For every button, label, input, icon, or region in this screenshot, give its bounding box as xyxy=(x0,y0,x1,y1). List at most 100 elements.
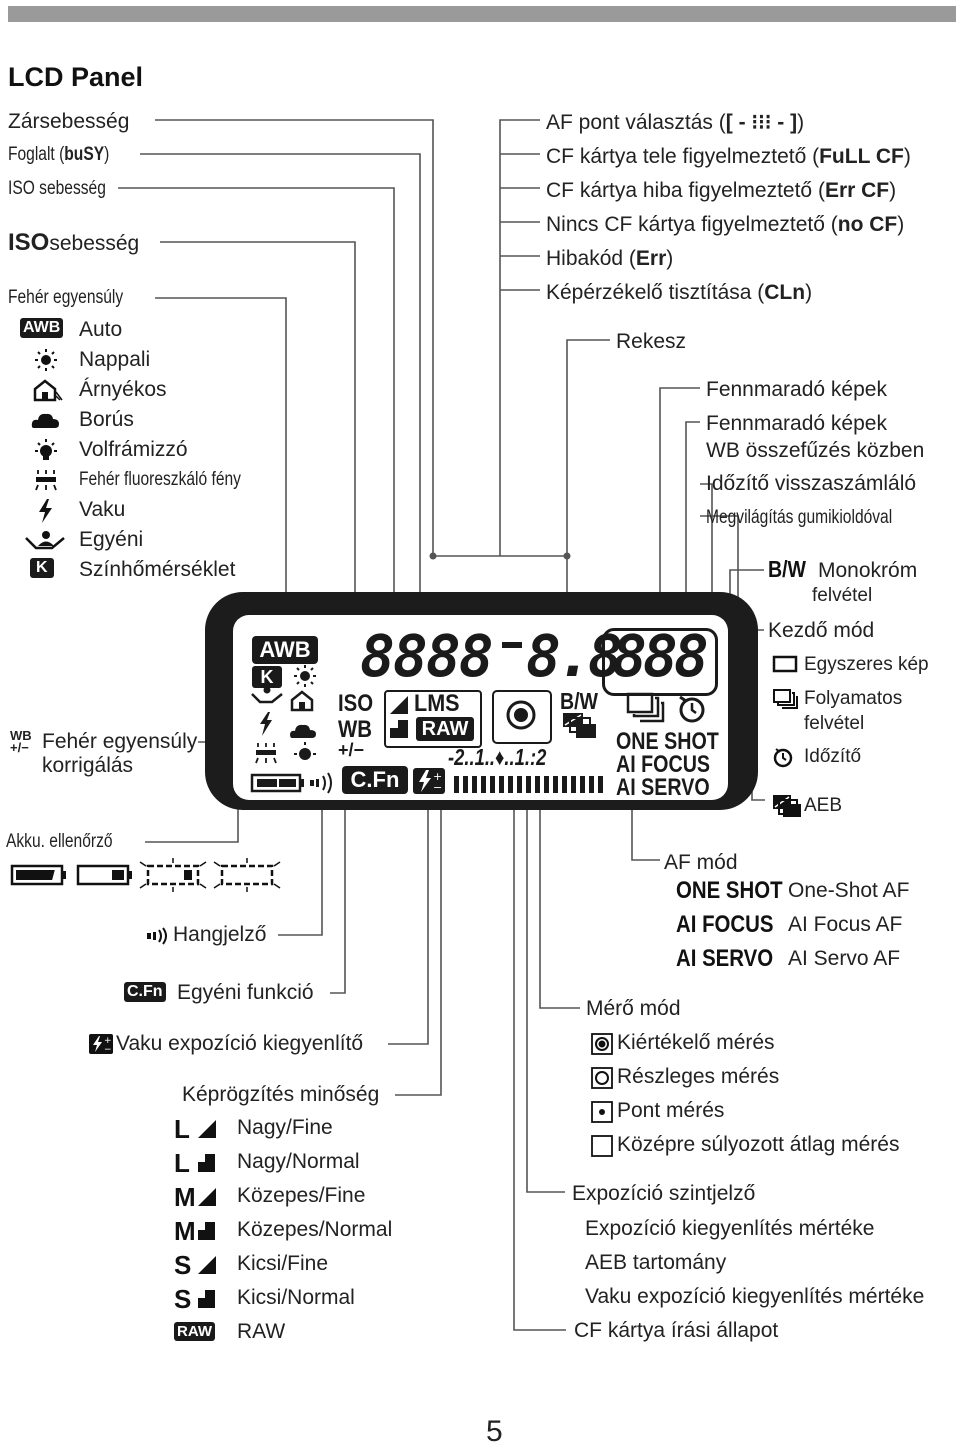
metering-item-label: Kiértékelő mérés xyxy=(617,1031,775,1054)
lcd-shots-digits: 888 xyxy=(612,622,709,690)
image-quality-label: Képrögzítés minőség xyxy=(182,1083,380,1106)
shots-remaining-wb-label-1: Fennmaradó képek xyxy=(706,412,887,435)
lcd-evaluative-metering-icon xyxy=(506,700,536,730)
lcd-exposure-scale: -2..1..♦..1.:2 xyxy=(448,744,547,770)
wb-label-custom: Egyéni xyxy=(79,528,144,551)
beeper-icon xyxy=(147,927,167,945)
lcd-shade-icon xyxy=(290,690,314,712)
beeper-label: Hangjelző xyxy=(173,923,267,946)
lcd-bw: B/W xyxy=(560,688,599,714)
fine-quality-icon xyxy=(198,1120,216,1138)
aeb-icon xyxy=(773,795,801,817)
wb-label-cloudy: Borús xyxy=(79,408,134,431)
svg-text:+: + xyxy=(104,1036,112,1046)
wb-item-auto: AWB xyxy=(20,318,64,338)
top-bar xyxy=(8,6,956,22)
lcd-flash-comp-icon: + − xyxy=(413,768,445,794)
single-shot-label: Egyszeres kép xyxy=(804,654,929,675)
lcd-self-timer-icon xyxy=(679,695,705,723)
size-letter: L xyxy=(174,1114,190,1144)
wb-label-kelvin: Színhőmérséklet xyxy=(79,558,236,581)
normal-quality-icon xyxy=(198,1290,215,1308)
iso-icon: ISO xyxy=(8,229,50,256)
metering-item-label: Középre súlyozott átlag mérés xyxy=(617,1133,900,1156)
cf-write-label: CF kártya írási állapot xyxy=(574,1319,779,1342)
quality-label: Közepes/Normal xyxy=(237,1218,393,1241)
flash-exp-comp-icon: + − xyxy=(89,1034,113,1055)
battery-low-icon xyxy=(139,858,207,892)
wb-label-fluorescent: Fehér fluoreszkáló fény xyxy=(79,469,241,490)
lcd-lms: LMS xyxy=(414,690,460,717)
af-mode-item-label: One-Shot AF xyxy=(788,879,910,902)
wb-item-kelvin: K xyxy=(30,558,54,578)
lcd-k-badge: K xyxy=(252,666,282,688)
raw-badge: RAW xyxy=(174,1322,215,1341)
drive-mode-label: Kezdő mód xyxy=(768,619,875,642)
af-mode-code: AI SERVO xyxy=(676,945,774,972)
page-number: 5 xyxy=(486,1415,503,1448)
exposure-item-1: AEB tartomány xyxy=(585,1251,727,1274)
lcd-ai-servo: AI SERVO xyxy=(616,774,710,801)
lcd-wb-icons xyxy=(251,665,316,764)
fine-quality-icon xyxy=(198,1256,216,1274)
fluorescent-icon xyxy=(35,470,57,491)
right-top-label: Képérzékelő tisztítása (CLn) xyxy=(546,281,813,304)
awb-badge: AWB xyxy=(20,318,64,338)
right-top-label: CF kártya tele figyelmeztető (FuLL CF) xyxy=(546,145,911,168)
battery-full-icon xyxy=(10,864,66,886)
single-shot-icon xyxy=(772,655,798,673)
lcd-tungsten-icon xyxy=(294,742,316,760)
fine-quality-icon xyxy=(198,1188,216,1206)
battery-check-label: Akku. ellenőrző xyxy=(6,831,113,852)
lcd-wb: WB xyxy=(338,716,372,743)
shots-remaining-wb-label-2: WB összefűzés közben xyxy=(706,439,925,462)
flash-bolt-icon xyxy=(39,499,52,523)
wb-label-auto: Auto xyxy=(79,318,123,341)
monochrome-label-2: felvétel xyxy=(812,585,873,606)
lcd-aeb-icon xyxy=(563,713,596,738)
iso-speed-icon-label: ISOsebesség xyxy=(8,229,140,256)
shade-house-icon xyxy=(33,379,63,402)
wb-correction-label-1: Fehér egyensúly xyxy=(42,730,198,753)
right-top-label: AF pont választás ([ - ⁝⁝⁝ - ]) xyxy=(546,111,805,134)
size-letter: M xyxy=(174,1216,196,1246)
lcd-fluorescent-icon xyxy=(255,743,277,764)
iso-speed-label: ISO sebesség xyxy=(8,178,106,199)
custom-function-label: Egyéni funkció xyxy=(177,981,314,1004)
metering-item-label: Részleges mérés xyxy=(617,1065,780,1088)
exposure-level-label: Expozíció szintjelző xyxy=(572,1182,756,1205)
busy-label: Foglalt (buSY) xyxy=(8,144,110,165)
svg-text:+: + xyxy=(433,770,442,783)
lcd-shutter-digits: 8888 xyxy=(360,622,494,690)
size-letter: S xyxy=(174,1250,192,1280)
center-weighted-metering-icon xyxy=(591,1135,613,1157)
lcd-metering-frame xyxy=(492,690,552,744)
evaluative-metering-icon xyxy=(591,1033,613,1055)
quality-label: Nagy/Normal xyxy=(237,1150,360,1173)
cfn-icon: C.Fn xyxy=(124,982,166,1002)
white-balance-label: Fehér egyensúly xyxy=(8,287,124,308)
lcd-plusminus: +/− xyxy=(338,740,365,760)
bw-icon: B/W xyxy=(768,556,807,582)
normal-quality-icon xyxy=(198,1222,215,1240)
shots-remaining-label: Fennmaradó képek xyxy=(706,378,887,401)
metering-mode-label: Mérő mód xyxy=(586,997,681,1020)
aperture-label: Rekesz xyxy=(616,330,687,353)
wb-label-flash: Vaku xyxy=(79,498,126,521)
tungsten-bulb-icon xyxy=(35,439,57,460)
svg-text:−: − xyxy=(433,781,442,794)
quality-label: RAW xyxy=(237,1320,286,1343)
quality-label: Kicsi/Normal xyxy=(237,1286,355,1309)
lcd-digit-separator xyxy=(502,642,522,648)
metering-item-label: Pont mérés xyxy=(617,1099,725,1122)
self-timer-countdown-label: Időzítő visszaszámláló xyxy=(706,472,917,495)
self-timer-icon xyxy=(773,748,793,768)
lcd-sun-icon xyxy=(294,665,316,687)
lcd-cfn-badge: C.Fn xyxy=(342,766,408,794)
lcd-continuous-icon xyxy=(626,692,665,723)
kelvin-badge: K xyxy=(30,558,54,578)
lcd-quality-box xyxy=(384,690,482,748)
af-mode-item-label: AI Servo AF xyxy=(788,947,901,970)
quality-label: Nagy/Fine xyxy=(237,1116,333,1139)
